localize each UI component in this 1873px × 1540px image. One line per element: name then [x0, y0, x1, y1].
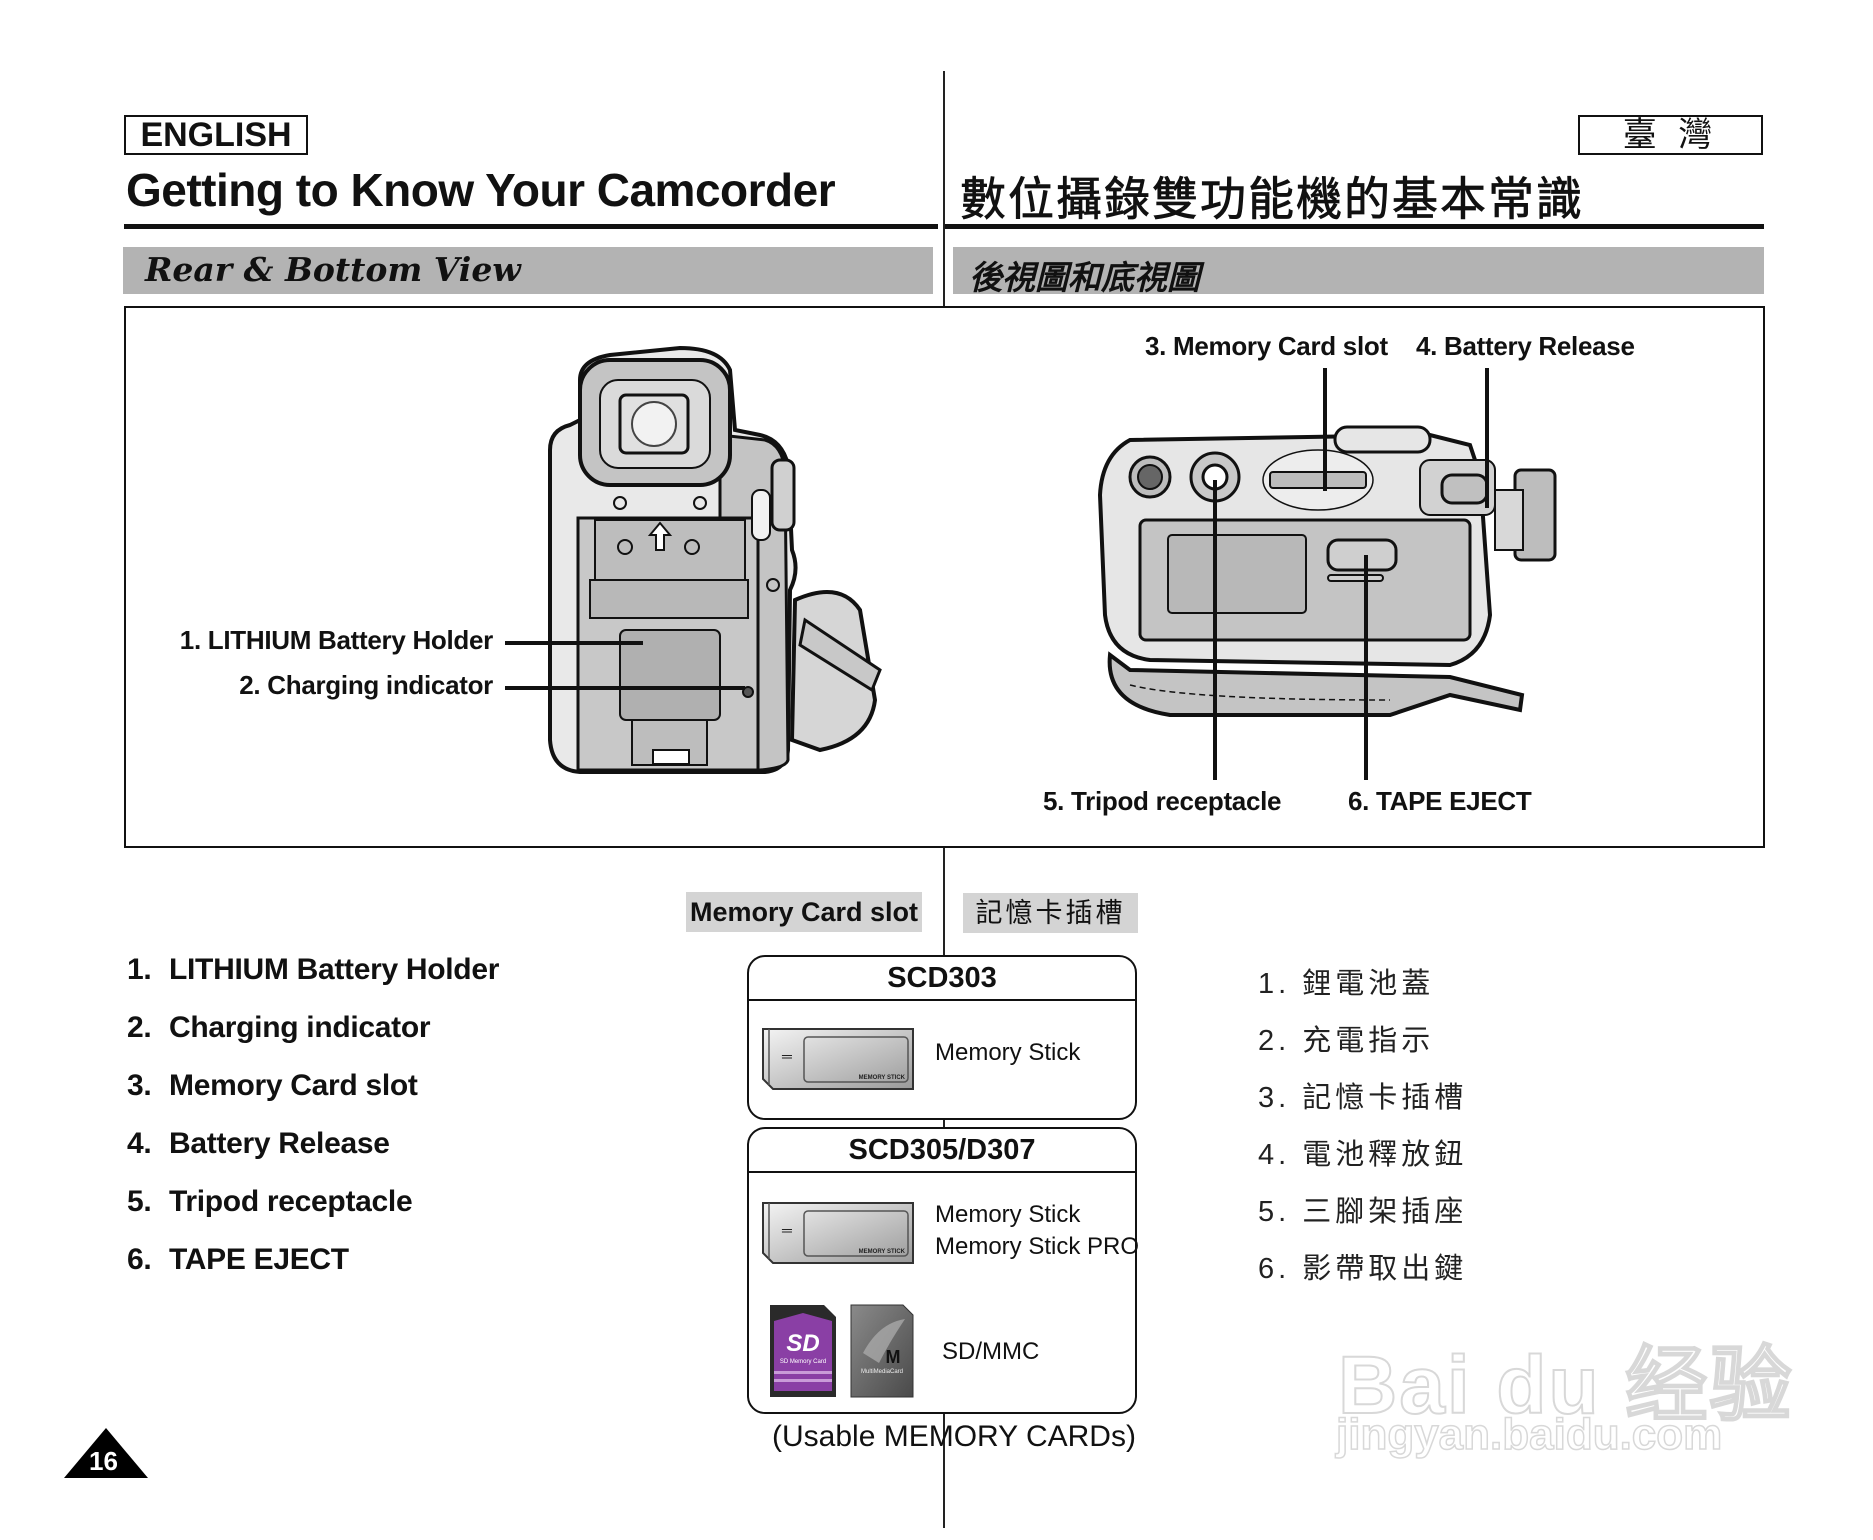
svg-text:MultiMediaCard: MultiMediaCard [861, 1369, 903, 1375]
list-item: 3. 記憶卡插槽 [1258, 1082, 1468, 1114]
memory-stick-icon: ═ MEMORY STICK [762, 1028, 914, 1090]
center-divider-top [943, 71, 945, 307]
language-label-english: ENGLISH [124, 115, 308, 155]
parts-list-en: 1.LITHIUM Battery Holder 2.Charging indi… [127, 953, 499, 1301]
model-box-scd305-d307: SCD305/D307 ═ MEMORY STICK Memory Stick … [747, 1127, 1140, 1414]
svg-text:MEMORY STICK: MEMORY STICK [859, 1249, 906, 1255]
svg-text:SD: SD [786, 1330, 819, 1357]
leader-line-1 [505, 641, 643, 645]
callout-memory-card-slot: 3. Memory Card slot [1145, 331, 1388, 361]
callout-battery-release: 4. Battery Release [1416, 331, 1635, 361]
list-item: 6. 影帶取出鍵 [1258, 1253, 1468, 1285]
list-item: 6.TAPE EJECT [127, 1243, 349, 1276]
list-item: 5. 三腳架插座 [1258, 1196, 1468, 1228]
list-item: 1.LITHIUM Battery Holder [127, 953, 500, 986]
model-box-scd303: SCD303 ═ MEMORY STICK Memory Stick [747, 955, 1137, 1120]
page-title-en: Getting to Know Your Camcorder [126, 164, 836, 216]
memory-card-heading-en: Memory Card slot [686, 892, 922, 932]
model-name: SCD305/D307 [749, 1129, 1135, 1173]
leader-line-3 [1323, 368, 1327, 491]
svg-text:═: ═ [781, 1048, 792, 1064]
svg-text:M: M [886, 1347, 901, 1367]
camcorder-rear-view-illustration [548, 345, 882, 774]
mmc-card-icon: M MultiMediaCard [850, 1304, 914, 1398]
section-band-en: Rear & Bottom View [123, 247, 933, 294]
svg-text:═: ═ [781, 1222, 792, 1238]
watermark-logo: Bai du 经验 [1337, 1339, 1794, 1432]
card-type-label: Memory Stick PRO [935, 1233, 1140, 1260]
usable-cards-caption: (Usable MEMORY CARDs) [772, 1420, 1136, 1453]
page-number: 16 [89, 1446, 118, 1476]
list-item: 4.Battery Release [127, 1127, 390, 1160]
camcorder-bottom-view-illustration [1097, 425, 1557, 717]
svg-text:SD Memory Card: SD Memory Card [780, 1359, 826, 1365]
leader-line-2 [505, 686, 745, 690]
callout-tripod-receptacle: 5. Tripod receptacle [1043, 786, 1282, 816]
page-title-zh: 數位攝錄雙功能機的基本常識 [960, 173, 1584, 226]
memory-card-heading-zh: 記憶卡插槽 [963, 893, 1138, 933]
leader-line-4 [1485, 368, 1489, 508]
card-type-label: SD/MMC [942, 1338, 1040, 1365]
memory-stick-icon: ═ MEMORY STICK [762, 1202, 914, 1264]
sd-card-icon: SD SD Memory Card [770, 1305, 836, 1397]
section-title-en: Rear & Bottom View [145, 250, 521, 289]
svg-text:MEMORY STICK: MEMORY STICK [859, 1075, 906, 1081]
list-item: 4. 電池釋放鈕 [1258, 1139, 1468, 1171]
model-name: SCD303 [749, 957, 1135, 1001]
language-label-taiwan: 臺 灣 [1578, 115, 1763, 155]
card-type-label: Memory Stick [935, 1201, 1081, 1228]
leader-line-5 [1213, 480, 1217, 780]
section-title-zh: 後視圖和底視圖 [969, 258, 1200, 297]
section-band-zh: 後視圖和底視圖 [953, 247, 1764, 297]
leader-line-6 [1364, 555, 1368, 780]
diagram-frame [124, 306, 1765, 848]
title-rule-left [124, 224, 938, 229]
watermark-url: jingyan.baidu.com [1335, 1409, 1723, 1460]
list-item: 2. 充電指示 [1258, 1025, 1435, 1057]
list-item: 2.Charging indicator [127, 1011, 431, 1044]
list-item: 3.Memory Card slot [127, 1069, 418, 1102]
callout-charging-indicator: 2. Charging indicator [239, 670, 493, 700]
title-rule-right [944, 224, 1764, 229]
parts-list-zh: 1. 鋰電池蓋 2. 充電指示 3. 記憶卡插槽 4. 電池釋放鈕 5. 三腳架… [1258, 960, 1467, 1302]
callout-tape-eject: 6. TAPE EJECT [1348, 786, 1532, 816]
page-number-triangle [64, 1428, 148, 1478]
list-item: 1. 鋰電池蓋 [1258, 968, 1435, 1000]
list-item: 5.Tripod receptacle [127, 1185, 413, 1218]
card-type-label: Memory Stick [935, 1039, 1081, 1066]
callout-lithium-battery-holder: 1. LITHIUM Battery Holder [179, 625, 494, 655]
